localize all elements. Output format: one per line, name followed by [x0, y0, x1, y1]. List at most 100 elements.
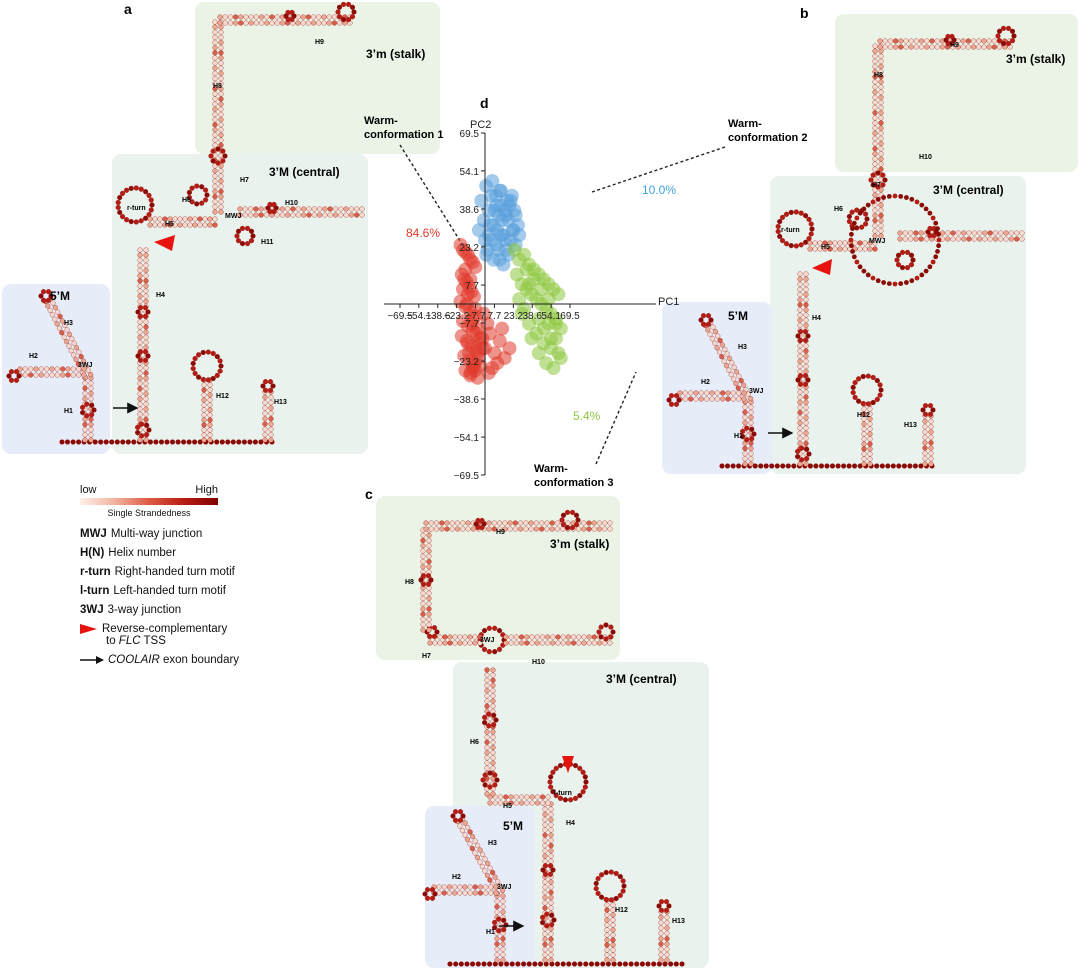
- nucleotide: [878, 110, 884, 116]
- panel-a-helix-labels: H9 H8 H7 H6 H5 H10 H11 H4 H12 H13 H3 H2 …: [29, 39, 324, 415]
- nucleotide: [548, 806, 554, 812]
- nucleotide: [502, 520, 508, 526]
- nucleotide: [250, 233, 256, 239]
- nucleotide: [949, 33, 955, 40]
- nucleotide: [868, 177, 874, 183]
- nucleotide: [832, 246, 838, 252]
- nucleotide: [1008, 236, 1014, 242]
- nucleotide: [259, 20, 265, 26]
- a-h7: H7: [240, 177, 249, 184]
- x-tick-label: −69.5: [387, 311, 413, 322]
- nucleotide: [861, 456, 867, 462]
- nucleotide: [545, 800, 551, 806]
- nucleotide: [477, 890, 484, 896]
- nucleotide: [218, 75, 224, 82]
- nucleotide: [509, 961, 515, 967]
- point-series-1: [470, 370, 485, 385]
- nucleotide: [60, 366, 66, 372]
- nucleotide: [797, 271, 803, 277]
- nucleotide: [803, 404, 809, 411]
- nucleotide: [500, 893, 506, 899]
- nucleotide: [48, 293, 54, 299]
- b-stalk-label: 3’m (stalk): [1006, 52, 1065, 66]
- a-h4: H4: [156, 292, 165, 299]
- nucleotide: [494, 957, 500, 963]
- nucleotide: [47, 307, 53, 313]
- nucleotide: [573, 512, 580, 518]
- b-h1: H1: [734, 433, 743, 440]
- mwj-nucleotide: [865, 202, 871, 208]
- nucleotide: [268, 437, 274, 443]
- nucleotide: [172, 222, 178, 228]
- nucleotide: [295, 206, 301, 212]
- nucleotide: [137, 329, 143, 335]
- nucleotide: [259, 14, 265, 20]
- nucleotide: [262, 400, 268, 406]
- nucleotide: [502, 526, 508, 532]
- nucleotide: [904, 249, 911, 255]
- nucleotide: [658, 914, 664, 920]
- nucleotide: [598, 634, 604, 640]
- b-h2: H2: [701, 379, 710, 386]
- nucleotide: [59, 439, 65, 445]
- nucleotide: [548, 848, 554, 854]
- point-series-1: [463, 272, 478, 287]
- nucleotide: [797, 337, 804, 343]
- point-series-3: [519, 262, 534, 277]
- nucleotide: [581, 526, 587, 532]
- legend-text: Left-handed turn motif: [113, 585, 226, 597]
- nucleotide: [617, 874, 623, 880]
- arrow-icon: [80, 655, 104, 664]
- nucleotide: [725, 396, 731, 402]
- nucleotide: [803, 435, 809, 441]
- nucleotide: [878, 151, 884, 157]
- nucleotide: [977, 236, 983, 242]
- nucleotide: [137, 288, 143, 294]
- nucleotide: [724, 351, 730, 357]
- nucleotide: [562, 797, 568, 803]
- b-3wj: 3WJ: [749, 388, 764, 395]
- nucleotide: [157, 216, 163, 222]
- nucleotide: [709, 390, 715, 396]
- nucleotide: [218, 86, 224, 92]
- conf2-connector: [591, 146, 726, 193]
- nucleotide: [593, 886, 599, 892]
- nucleotide: [496, 916, 502, 922]
- mwj-nucleotide: [861, 268, 867, 274]
- legend-text: Helix number: [108, 547, 177, 559]
- nucleotide: [82, 427, 88, 433]
- nucleotide: [908, 230, 914, 236]
- nucleotide: [462, 820, 468, 826]
- nucleotide: [268, 421, 274, 427]
- nucleotide: [621, 883, 627, 889]
- nucleotide: [218, 142, 224, 148]
- nucleotide: [862, 240, 868, 246]
- nucleotide: [803, 297, 809, 303]
- nucleotide: [45, 289, 52, 295]
- nucleotide: [241, 439, 247, 445]
- c-h2: H2: [452, 874, 461, 881]
- x-tick-label: 38.6: [522, 311, 542, 322]
- nucleotide: [306, 206, 312, 212]
- nucleotide: [148, 207, 154, 213]
- nucleotide: [139, 421, 145, 427]
- mwj-nucleotide: [857, 264, 863, 270]
- point-series-2: [504, 188, 519, 203]
- nucleotide: [16, 373, 22, 379]
- nucleotide: [812, 240, 818, 246]
- nucleotide: [861, 441, 867, 447]
- nucleotide: [343, 212, 349, 218]
- mwj-nucleotide: [935, 249, 940, 254]
- nucleotide: [803, 281, 809, 287]
- nucleotide: [467, 841, 473, 847]
- nucleotide: [878, 120, 884, 126]
- nucleotide: [117, 209, 123, 215]
- nucleotide: [66, 343, 72, 349]
- nucleotide: [218, 60, 224, 66]
- nucleotide: [519, 794, 525, 800]
- nucleotide: [529, 640, 535, 646]
- nucleotide: [33, 366, 39, 372]
- point-series-2: [512, 228, 527, 243]
- nucleotide: [475, 961, 481, 967]
- c-central-label: 3’M (central): [606, 672, 677, 686]
